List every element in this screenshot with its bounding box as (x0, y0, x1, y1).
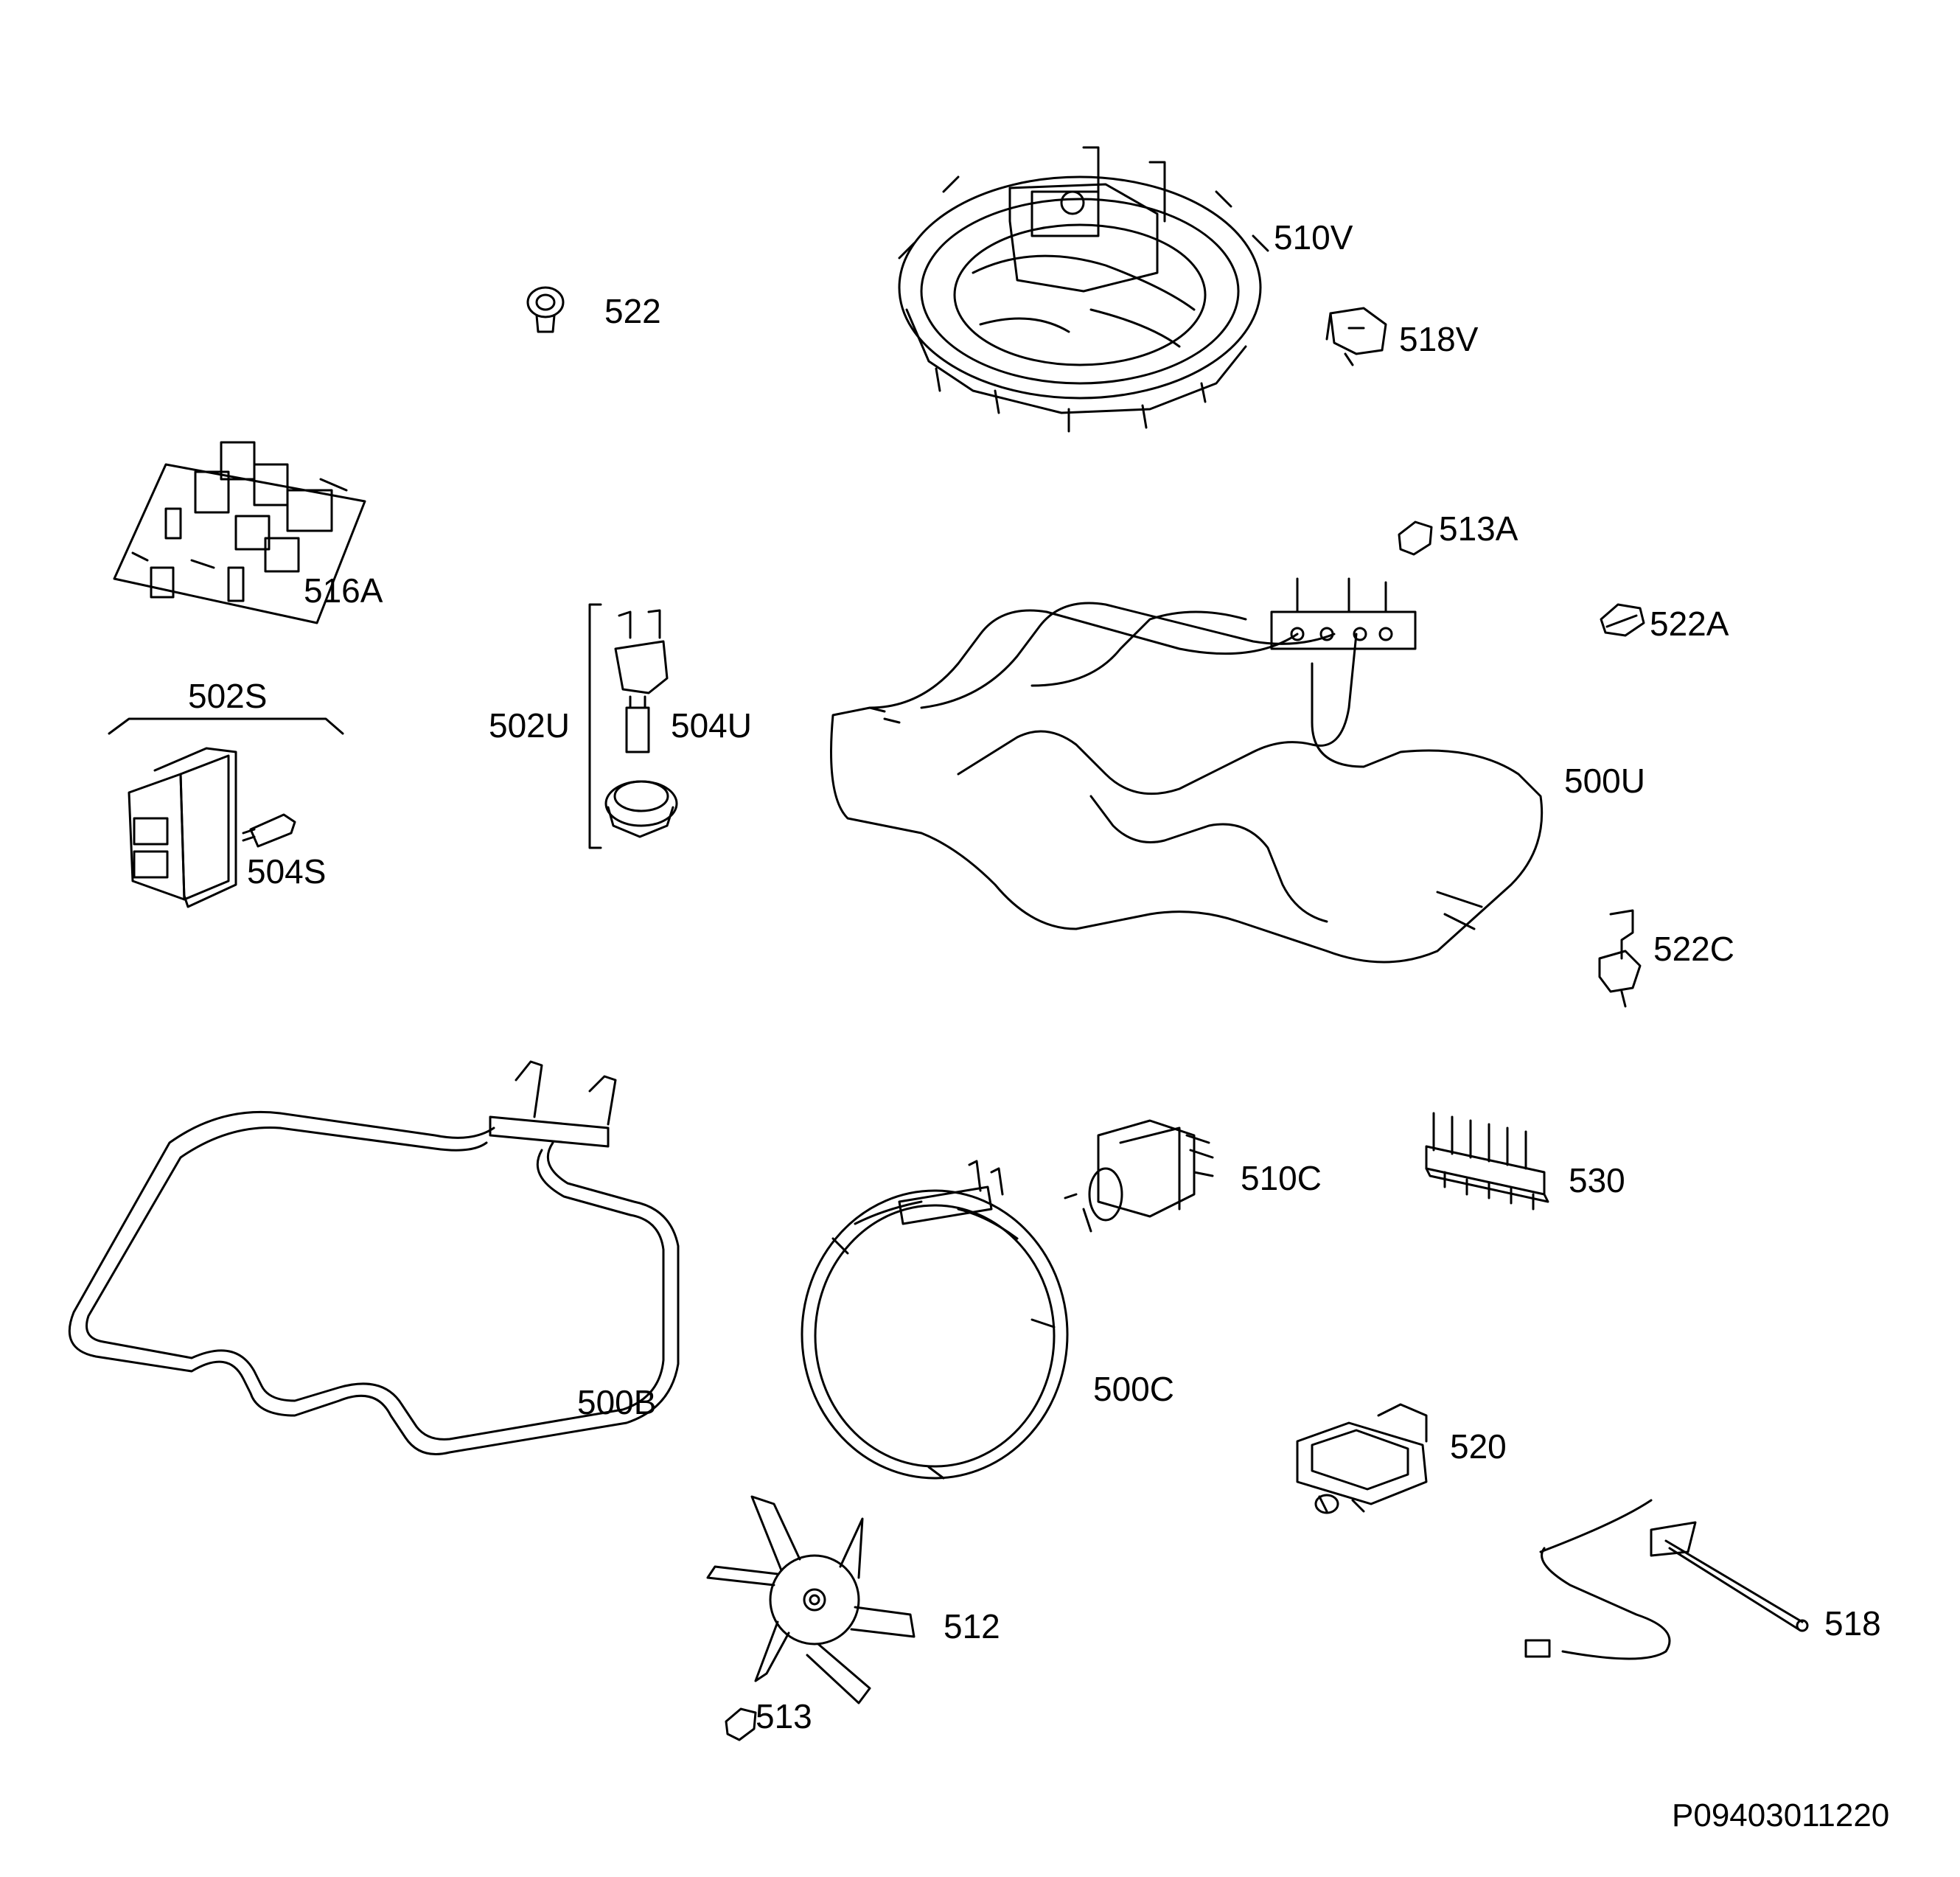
part-500U-grill-element (830, 577, 1544, 964)
label-500U: 500U (1564, 762, 1645, 800)
label-504S: 504S (247, 852, 326, 891)
document-number: P09403011220 (1672, 1797, 1889, 1834)
part-530-terminal-block (1425, 1112, 1549, 1211)
part-512-fan-blade (706, 1495, 916, 1704)
label-512: 512 (944, 1607, 1000, 1646)
label-522C: 522C (1653, 930, 1734, 968)
label-522: 522 (604, 292, 661, 330)
label-513: 513 (756, 1697, 812, 1735)
part-510C-cooling-motor (1064, 1119, 1214, 1233)
label-500B: 500B (577, 1383, 656, 1421)
label-502U: 502U (489, 706, 570, 745)
part-522A-clip (1600, 603, 1645, 637)
part-520-thermostat (1296, 1403, 1428, 1514)
label-518: 518 (1824, 1604, 1881, 1643)
label-504U: 504U (671, 706, 752, 745)
part-502U-lamp-holder (614, 609, 669, 694)
part-518V-thermostat (1325, 307, 1387, 366)
label-522A: 522A (1650, 605, 1729, 643)
label-530: 530 (1569, 1161, 1625, 1199)
bracket-502U (588, 603, 602, 849)
label-518V: 518V (1399, 320, 1479, 358)
part-500C-circular-element (801, 1160, 1069, 1480)
bracket-502S (108, 717, 344, 735)
label-516A: 516A (304, 571, 383, 610)
part-504S-lamp-socket (242, 813, 296, 848)
label-513A: 513A (1439, 509, 1518, 548)
label-500C: 500C (1093, 1370, 1174, 1408)
part-513A-nut (1398, 520, 1433, 556)
part-502U-lamp-cover (604, 780, 678, 838)
part-502S-lamp-housing (128, 747, 237, 908)
label-520: 520 (1450, 1427, 1507, 1466)
label-510V: 510V (1274, 218, 1353, 257)
label-510C: 510C (1241, 1159, 1322, 1197)
part-522-clip (526, 286, 565, 333)
part-513-nut (725, 1707, 757, 1741)
part-522C-clip (1598, 909, 1642, 1008)
part-518-temperature-sensor (1524, 1499, 1809, 1660)
label-502S: 502S (188, 677, 267, 715)
part-516A-control-board (113, 441, 366, 624)
part-510V-fan-motor-assembly (898, 146, 1269, 433)
part-500B-bottom-element (68, 1060, 680, 1455)
part-504U-lamp-socket (625, 695, 650, 753)
